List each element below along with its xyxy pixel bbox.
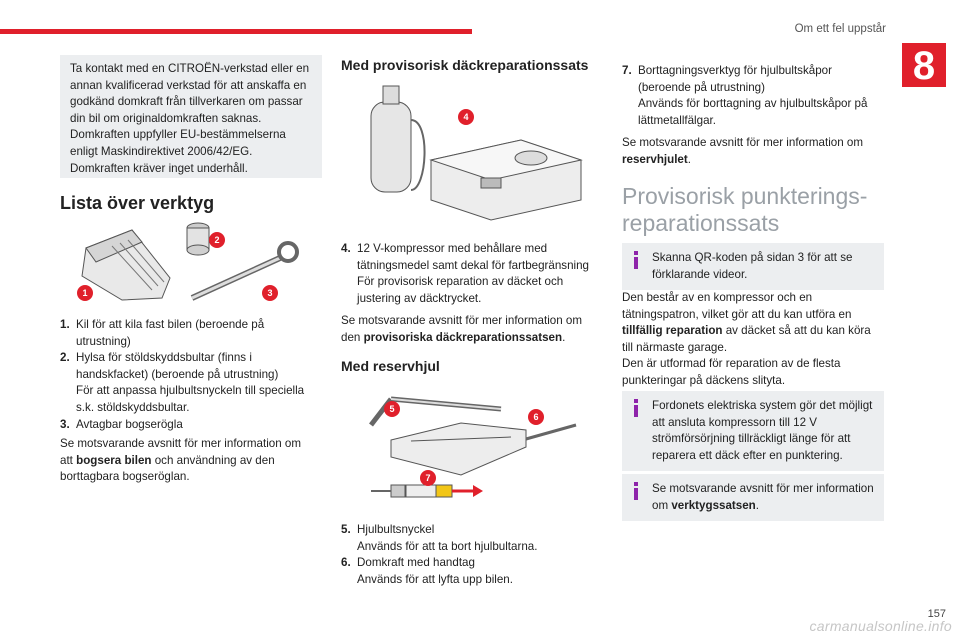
description-text: Den består av en kompressor och en tätni…: [622, 291, 852, 321]
callout-5-label: 5: [389, 404, 394, 414]
jack-illustration: 5 6 7: [369, 396, 577, 498]
description-text-3: Den är utformad för reparation av de fle…: [622, 357, 841, 387]
callout-6: [528, 409, 544, 425]
info-text: Fordonets elektriska system gör det möjl…: [652, 399, 873, 462]
tools-heading: Lista över verktyg: [60, 193, 215, 213]
sealant-bottle-icon: [370, 85, 426, 193]
anti-theft-socket-icon: [186, 222, 210, 256]
item-number: 4.: [341, 242, 351, 255]
item-text-group: 12 V-kompressor med behållare med tätnin…: [357, 241, 603, 307]
reference-text: Se motsvarande avsnitt för mer informati…: [60, 437, 301, 467]
item-text-group: Hylsa för stöldskyddsbultar (finns i han…: [76, 350, 322, 416]
callout-7: [420, 470, 436, 486]
note-text: Ta kontakt med en CITROËN-verkstad eller…: [70, 62, 310, 175]
kit-description: Den består av en kompressor och en tätni…: [622, 290, 884, 390]
callout-6-label: 6: [533, 412, 538, 422]
reference-text: Se motsvarande avsnitt för mer informati…: [341, 314, 582, 344]
reference-text-end: och användning av den borttagbara bogser…: [60, 453, 275, 484]
callout-4: [458, 109, 474, 125]
item-text-group: Domkraft med handtag Används för att lyf…: [357, 555, 603, 588]
chapter-badge: 8: [902, 43, 946, 88]
item-text: Kil för att kila fast bilen (beroende på…: [76, 318, 265, 348]
callout-1: [77, 285, 93, 301]
reference-bold: provisoriska däckreparationssatsen: [363, 330, 563, 344]
callout-3-label: 3: [267, 288, 272, 298]
item-number: 2.: [60, 351, 70, 365]
info-text: Se motsvarande avsnitt för mer informati…: [652, 482, 874, 512]
note-box: Ta kontakt med en CITROËN-verkstad eller…: [60, 55, 322, 178]
puncture-kit-title: Provisorisk punkterings-reparationssats: [622, 183, 868, 236]
item-extra: Används för borttagning av hjulbultskåpo…: [638, 97, 868, 127]
jack-icon: [390, 422, 577, 476]
item-text-group: Borttagningsverktyg för hjulbultskåpor (…: [638, 63, 884, 129]
info-box-qr: Skanna QR-koden på sidan 3 för att se fö…: [622, 243, 884, 291]
callout-5: [384, 401, 400, 417]
item-text: Hylsa för stöldskyddsbultar (finns i han…: [76, 351, 279, 381]
item-extra: Används för att lyfta upp bilen.: [357, 572, 513, 586]
tools-list: 1. Kil för att kila fast bilen (beroende…: [60, 317, 322, 433]
spare-wheel-list: 5. Hjulbultsnyckel Används för att ta bo…: [341, 522, 603, 588]
item-extra: För provisorisk reparation av däcket och…: [357, 275, 564, 305]
compressor-list: 4. 12 V-kompressor med behållare med tät…: [341, 241, 603, 307]
item-extra: För att anpassa hjulbultsnyckeln till sp…: [76, 384, 305, 414]
hubcap-removal-tool-icon: [371, 484, 483, 498]
item-number: 3.: [60, 417, 70, 431]
list-item: 3. Avtagbar bogserögla: [60, 417, 322, 434]
reference-bold: bogsera bilen: [76, 453, 152, 467]
info-icon: [634, 399, 638, 417]
towing-reference: Se motsvarande avsnitt för mer informati…: [60, 436, 310, 486]
item-text: Borttagningsverktyg för hjulbultskåpor (…: [638, 64, 832, 94]
reference-text: Se motsvarande avsnitt för mer informati…: [622, 136, 863, 149]
callout-3: [262, 285, 278, 301]
list-item: 1. Kil för att kila fast bilen (beroende…: [60, 317, 322, 350]
list-item: 2. Hylsa för stöldskyddsbultar (finns i …: [60, 350, 322, 416]
description-bold: tillfällig reparation: [622, 324, 723, 338]
chapter-number: 8: [912, 44, 936, 88]
item-number: 1.: [60, 318, 70, 331]
hubcap-tool-list: 7. Borttagningsverktyg för hjulbultskåpo…: [622, 63, 884, 129]
list-item: 5. Hjulbultsnyckel Används för att ta bo…: [341, 522, 603, 555]
towing-eye-icon: [190, 241, 299, 301]
item-text: Hjulbultsnyckel: [357, 523, 435, 536]
compressor-illustration: 4: [370, 85, 583, 221]
callout-2-label: 2: [214, 235, 219, 245]
reference-text-end: .: [687, 152, 691, 166]
reference-text-end: .: [562, 330, 566, 344]
page-number: 157: [927, 608, 946, 620]
info-text: Skanna QR-koden på sidan 3 för att se fö…: [652, 251, 853, 281]
section-title: Om ett fel uppstår: [794, 23, 886, 35]
spare-wheel-reference: Se motsvarande avsnitt för mer informati…: [622, 135, 884, 168]
reference-bold: reservhjulet: [622, 152, 688, 166]
item-text: Avtagbar bogserögla: [76, 417, 183, 431]
item-number: 5.: [341, 523, 351, 536]
item-text-group: Hjulbultsnyckel Används för att ta bort …: [357, 522, 603, 555]
callout-1-label: 1: [82, 288, 87, 298]
info-icon: [634, 251, 638, 269]
callout-4-label: 4: [463, 112, 468, 122]
tools-illustration: 1 2 3: [77, 222, 299, 301]
list-item: 4. 12 V-kompressor med behållare med tät…: [341, 241, 603, 307]
description-text-2: av däcket så att du kan köra till närmas…: [622, 324, 871, 354]
info-icon: [634, 482, 638, 500]
item-text: 12 V-kompressor med behållare med tätnin…: [357, 242, 590, 272]
item-text: Domkraft med handtag: [357, 556, 475, 570]
repair-kit-reference: Se motsvarande avsnitt för mer informati…: [341, 313, 596, 346]
spare-wheel-heading: Med reservhjul: [341, 358, 440, 374]
header-red-bar: [0, 29, 472, 34]
compressor-icon: [429, 139, 583, 221]
item-number: 6.: [341, 556, 351, 570]
list-item: 6. Domkraft med handtag Används för att …: [341, 555, 603, 588]
item-number: 7.: [622, 64, 632, 77]
list-item: 7. Borttagningsverktyg för hjulbultskåpo…: [622, 63, 884, 129]
callout-2: [209, 232, 225, 248]
repair-kit-heading: Med provisorisk däckreparationssats: [341, 57, 589, 73]
info-box-toolkit: Se motsvarande avsnitt för mer informati…: [622, 474, 884, 522]
info-text-end: .: [755, 498, 759, 512]
info-bold: verktygssatsen: [671, 498, 756, 512]
wheel-chock-icon: [81, 229, 171, 301]
callout-7-label: 7: [425, 473, 430, 483]
info-box-electrical: Fordonets elektriska system gör det möjl…: [622, 391, 884, 472]
item-extra: Används för att ta bort hjulbultarna.: [357, 539, 538, 553]
watermark: carmanualsonline.info: [809, 618, 952, 634]
